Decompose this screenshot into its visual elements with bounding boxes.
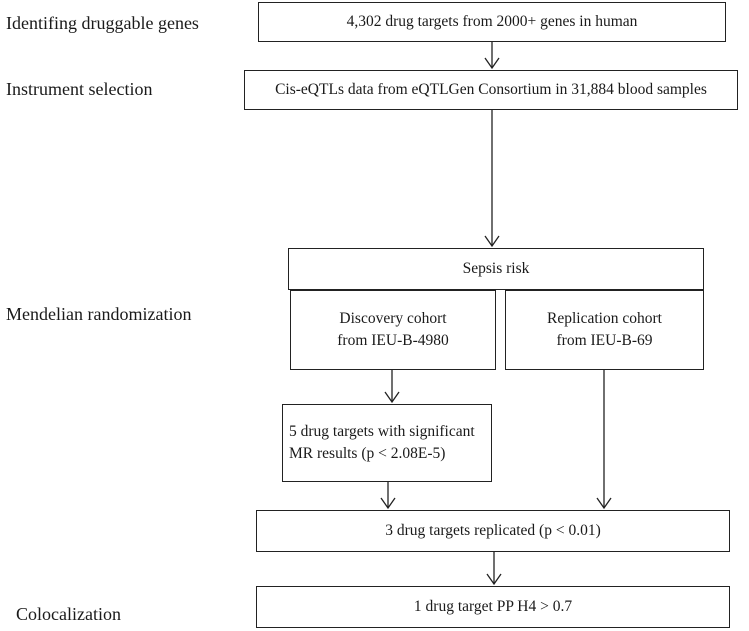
arrow-replication-to-replicated: [596, 370, 612, 510]
box-significant-targets-text: 5 drug targets with significant MR resul…: [289, 421, 475, 465]
box-pp-h4: 1 drug target PP H4 > 0.7: [256, 586, 730, 628]
box-replicated-targets: 3 drug targets replicated (p < 0.01): [256, 510, 730, 552]
stage-label-colocalization: Colocalization: [16, 604, 121, 624]
replication-line-1: Replication cohort: [547, 310, 662, 327]
box-replication-cohort: Replication cohort from IEU-B-69: [505, 290, 704, 370]
box-drug-targets-text: 4,302 drug targets from 2000+ genes in h…: [346, 13, 638, 30]
box-significant-targets: 5 drug targets with significant MR resul…: [282, 404, 492, 482]
arrow-discovery-to-significant: [384, 370, 400, 404]
discovery-line-1: Discovery cohort: [339, 310, 447, 327]
significant-line-2: MR results (p < 2.08E-5): [289, 445, 446, 462]
stage-label-instrument: Instrument selection: [6, 79, 153, 99]
discovery-line-2: from IEU-B-4980: [337, 332, 449, 349]
box-discovery-cohort-text: Discovery cohort from IEU-B-4980: [337, 308, 449, 352]
stage-label-mendelian-randomization: Mendelian randomization: [6, 304, 192, 324]
stage-label-identify: Identifing druggable genes: [6, 13, 199, 33]
arrow-eqtls-to-sepsis: [484, 110, 500, 248]
significant-line-1: 5 drug targets with significant: [289, 423, 475, 440]
box-sepsis-risk: Sepsis risk: [288, 248, 704, 290]
box-cis-eqtls-text: Cis-eQTLs data from eQTLGen Consortium i…: [275, 81, 707, 98]
box-discovery-cohort: Discovery cohort from IEU-B-4980: [290, 290, 496, 370]
arrow-significant-to-replicated: [380, 482, 396, 510]
replication-line-2: from IEU-B-69: [556, 332, 653, 349]
arrow-targets-to-eqtls: [484, 42, 500, 70]
box-cis-eqtls: Cis-eQTLs data from eQTLGen Consortium i…: [244, 70, 738, 110]
box-pp-h4-text: 1 drug target PP H4 > 0.7: [413, 598, 573, 615]
box-drug-targets: 4,302 drug targets from 2000+ genes in h…: [258, 2, 726, 42]
arrow-replicated-to-pp-h4: [486, 552, 502, 586]
box-replicated-targets-text: 3 drug targets replicated (p < 0.01): [385, 522, 601, 539]
box-sepsis-risk-text: Sepsis risk: [462, 260, 530, 277]
box-replication-cohort-text: Replication cohort from IEU-B-69: [547, 308, 662, 352]
